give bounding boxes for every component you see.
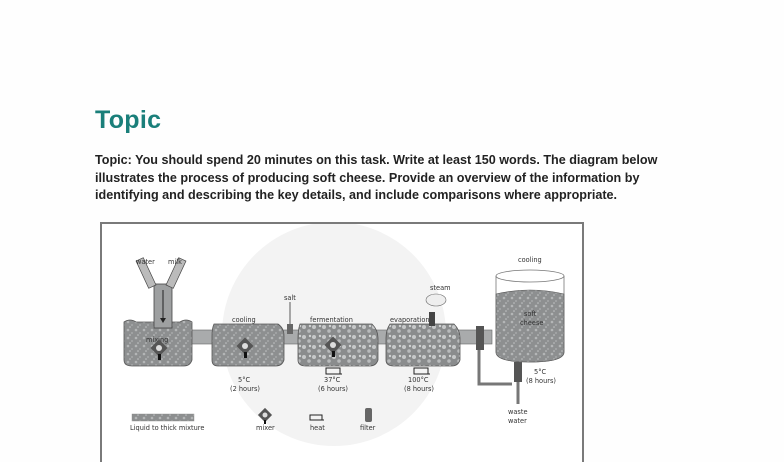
heat-icon (413, 367, 430, 375)
cooling-time: (2 hours) (230, 385, 260, 393)
soft-cheese-label: soft (524, 310, 537, 318)
fermentation-time: (6 hours) (318, 385, 348, 393)
steam-label: steam (430, 284, 451, 292)
fermentation-temp: 37°C (324, 376, 341, 384)
waste-water-label: waste (508, 408, 528, 416)
mixer-icon (257, 407, 273, 424)
cooling-label: cooling (232, 316, 256, 324)
filter-icon (365, 408, 372, 422)
evaporation-label: evaporation (390, 316, 430, 324)
mixing-tank: water milk mixing (123, 257, 193, 367)
final-cooling-time: (8 hours) (526, 377, 556, 385)
legend: Liquid to thick mixture mixer heat filte… (130, 407, 376, 432)
cooling-tank: cooling 5°C (2 hours) (211, 316, 285, 393)
fermentation-label: fermentation (310, 316, 353, 324)
heat-icon (309, 414, 324, 421)
filter-and-waste-pipe: waste water (476, 326, 528, 425)
heat-icon (325, 367, 342, 375)
soft-cheese-label-2: cheese (520, 319, 543, 327)
milk-label: milk (168, 258, 182, 266)
page-title: Topic (95, 106, 162, 134)
evaporation-tank: evaporation steam 100°C (8 hours) (385, 284, 461, 393)
final-cooling-temp: 5°C (534, 368, 546, 376)
water-label: water (136, 258, 155, 266)
soft-cheese-process-diagram: water milk mixing cooling 5°C (2 hours) (100, 222, 584, 462)
task-prompt: Topic: You should spend 20 minutes on th… (95, 153, 658, 203)
evaporation-temp: 100°C (408, 376, 429, 384)
final-cooling-vessel: cooling soft cheese 5°C (8 hours) (495, 256, 565, 385)
cooling-temp: 5°C (238, 376, 250, 384)
evaporation-time: (8 hours) (404, 385, 434, 393)
fermentation-tank: fermentation 37°C (6 hours) (297, 316, 379, 393)
legend-mixer: mixer (256, 424, 275, 432)
waste-water-label-2: water (508, 417, 527, 425)
mixing-label: mixing (146, 336, 168, 344)
legend-filter: filter (360, 424, 376, 432)
steam-cloud (425, 293, 447, 307)
legend-mixture: Liquid to thick mixture (130, 424, 204, 432)
salt-label: salt (284, 294, 296, 302)
legend-heat: heat (310, 424, 325, 432)
salt-valve: salt (284, 294, 296, 334)
final-cooling-label: cooling (518, 256, 542, 264)
